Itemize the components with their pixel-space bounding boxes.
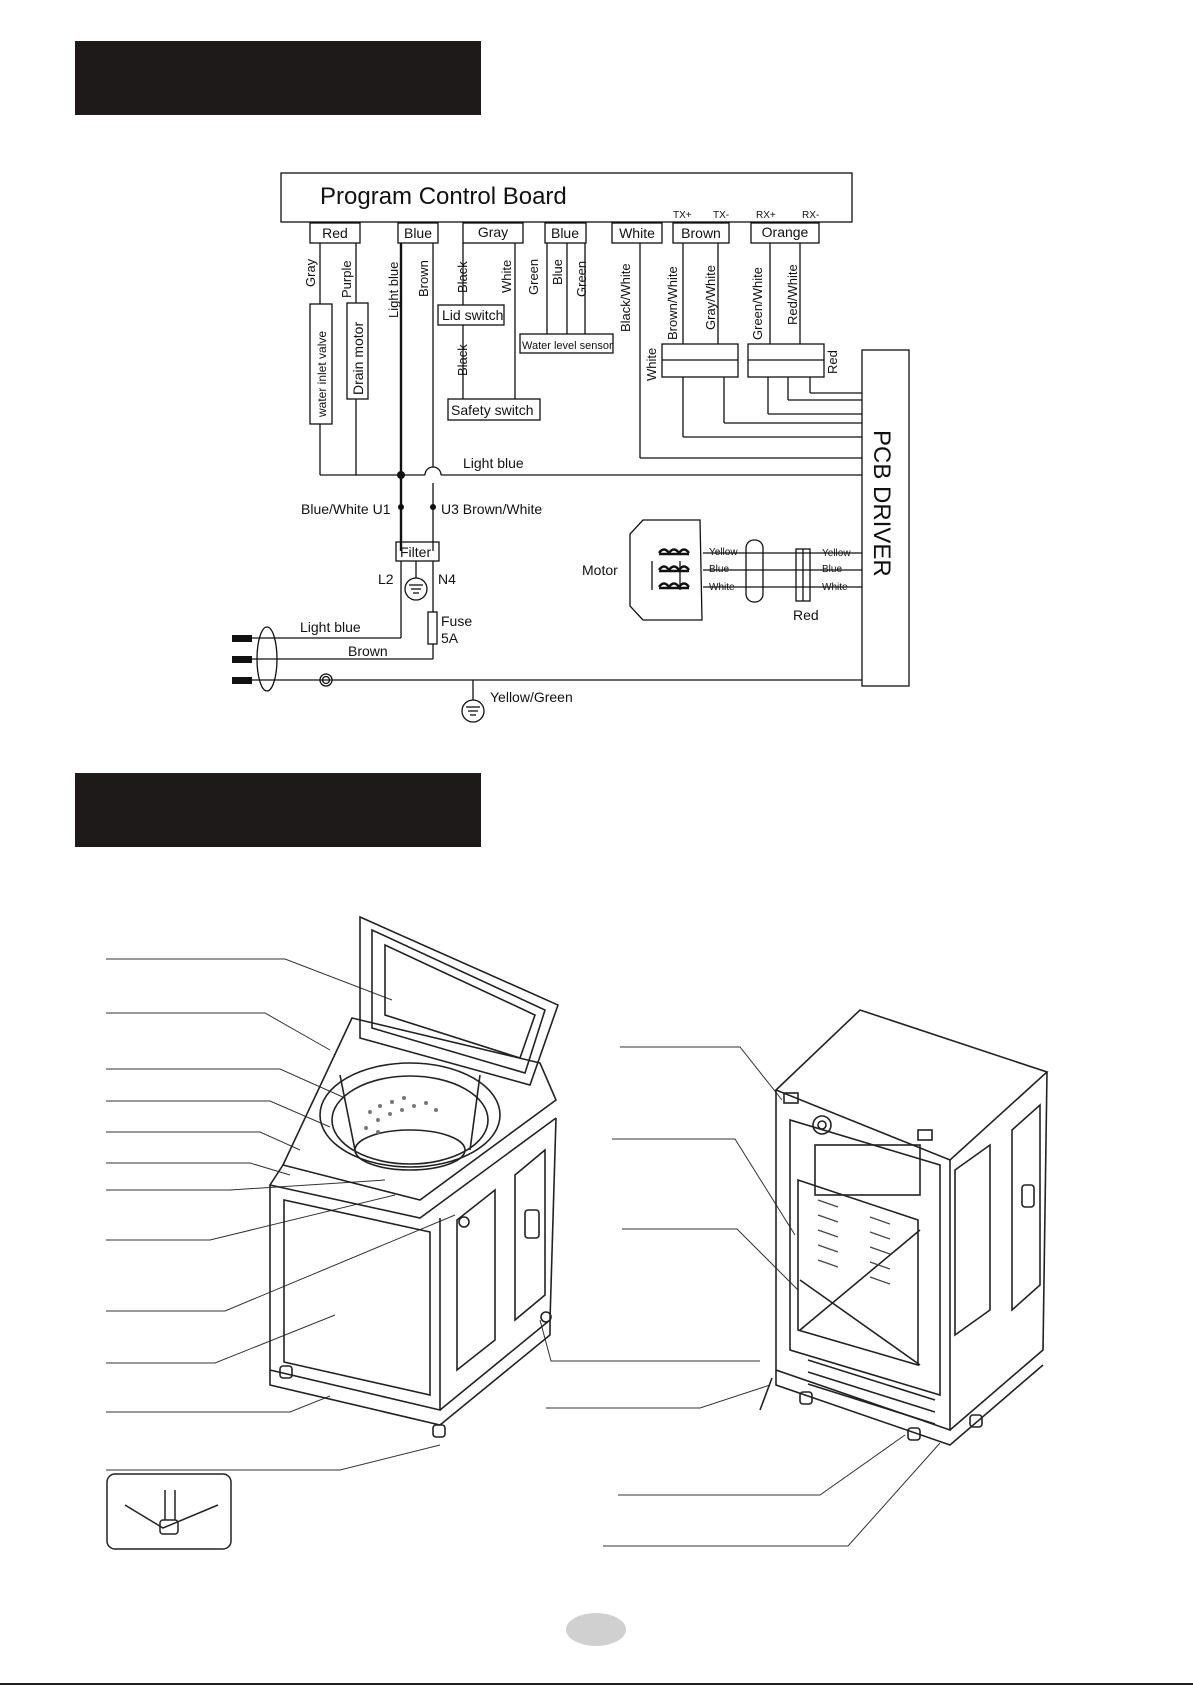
lid-switch-label: Lid switch <box>442 307 503 323</box>
rx-minus-label: RX- <box>802 210 819 221</box>
wire-label: Fuse <box>441 613 472 629</box>
connector-label: Blue <box>551 225 579 241</box>
connector-label: Orange <box>762 224 809 240</box>
water-level-sensor-label: Water level sensor <box>522 340 613 352</box>
wire-label: Blue <box>550 259 565 285</box>
wire-label: Gray/White <box>703 265 718 330</box>
wire-label: Brown <box>416 260 431 297</box>
page-number-oval <box>566 1613 626 1646</box>
wire-label: Light blue <box>300 619 361 635</box>
ground-icon <box>404 577 485 723</box>
connector-label: Red <box>322 225 348 241</box>
connector-label: Gray <box>478 224 508 240</box>
pcb-driver-label: PCB DRIVER <box>868 430 895 577</box>
wire-label: Brown <box>348 643 388 659</box>
connector-label: Blue <box>404 225 432 241</box>
leader-lines-right <box>539 1046 941 1547</box>
filter-label: Filter <box>400 544 431 560</box>
motor-wire-label: Yellow <box>709 547 738 558</box>
motor-housing <box>629 519 703 621</box>
connector-label: White <box>619 225 655 241</box>
motor-label: Motor <box>582 562 618 578</box>
water-inlet-valve-label: water inlet valve <box>315 331 329 418</box>
program-control-board <box>280 172 853 223</box>
wire-label: Blue/White U1 <box>301 501 391 517</box>
bottom-rule <box>0 1683 1193 1685</box>
wire-label: Green <box>526 259 541 295</box>
wire-label: Black <box>455 261 470 293</box>
foot-detail-inset <box>106 1473 232 1550</box>
section-header-bar-2 <box>75 773 481 847</box>
motor-connector-label: Red <box>793 607 819 623</box>
tx-minus-label: TX- <box>713 210 729 221</box>
filter-box <box>395 541 440 562</box>
wire-label: Red/White <box>785 264 800 325</box>
washer-rear-illustration <box>759 1009 1049 1446</box>
wire-label: L2 <box>378 571 394 587</box>
safety-switch-label: Safety switch <box>451 402 533 418</box>
driver-wire-label: White <box>822 582 848 593</box>
washer-front-illustration <box>268 915 559 1438</box>
wire-label: Black/White <box>618 263 633 332</box>
wire-label: Gray <box>303 258 318 287</box>
wire-label: U3 Brown/White <box>441 501 542 517</box>
wire-label: Yellow/Green <box>490 689 573 705</box>
wire-label: 5A <box>441 630 459 646</box>
wire-label: Green <box>574 261 589 297</box>
board-title: Program Control Board <box>320 183 567 210</box>
section-header-bar-1 <box>75 41 481 115</box>
wire-label: Light blue <box>463 455 524 471</box>
wire-label: Light blue <box>386 262 401 318</box>
driver-wire-label: Yellow <box>822 548 851 559</box>
motor-wire-label: White <box>709 582 735 593</box>
drum-perforations <box>364 1096 438 1134</box>
rear-vent-slots <box>817 1199 891 1285</box>
connector-label: Brown <box>681 225 721 241</box>
leader-lines-left <box>106 958 456 1471</box>
wiring-diagram: Program Control Board TX+ TX- RX+ RX- Re… <box>232 172 910 723</box>
wire-label: White <box>644 348 659 381</box>
driver-wire-label: Blue <box>822 564 842 575</box>
wire-label: Black <box>455 344 470 376</box>
wire-label: Red <box>825 350 840 374</box>
drain-motor-label: Drain motor <box>350 322 366 395</box>
wire-label: White <box>499 260 514 293</box>
wire-label: N4 <box>438 571 456 587</box>
wire-label: Brown/White <box>665 266 680 340</box>
rx-plus-label: RX+ <box>756 210 776 221</box>
tx-plus-label: TX+ <box>673 210 692 221</box>
pcb-driver-box <box>861 349 910 687</box>
motor-wire-label: Blue <box>709 564 729 575</box>
wire-label: Green/White <box>750 267 765 340</box>
wire-label: Purple <box>339 260 354 298</box>
